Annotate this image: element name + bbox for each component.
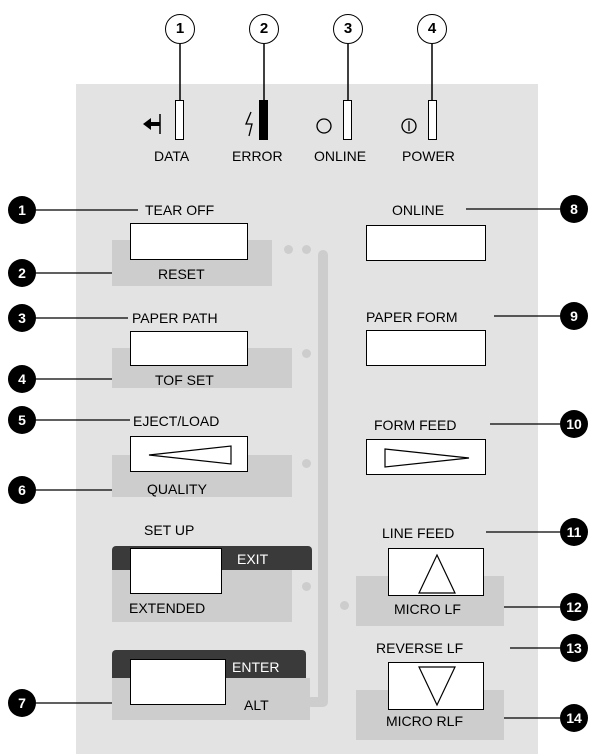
callout-9: 9 xyxy=(560,302,588,330)
callout-top-3: 3 xyxy=(333,14,363,44)
line-feed-label: LINE FEED xyxy=(382,525,455,541)
setup-button[interactable] xyxy=(130,548,222,594)
callout-6: 6 xyxy=(8,476,36,504)
callout-3: 3 xyxy=(8,304,36,332)
form-feed-button[interactable] xyxy=(366,439,486,475)
callout-top-1: 1 xyxy=(165,14,195,44)
reset-label: RESET xyxy=(158,266,205,282)
quality-label: QUALITY xyxy=(147,481,207,497)
power-label: POWER xyxy=(402,148,455,164)
paper-path-button[interactable] xyxy=(130,331,248,366)
up-arrow-icon xyxy=(418,553,456,594)
micro-rlf-label: MICRO RLF xyxy=(386,713,463,729)
paper-form-button[interactable] xyxy=(366,330,486,366)
tear-off-label: TEAR OFF xyxy=(145,202,215,218)
indicator-dot xyxy=(340,601,349,610)
indicator-dot xyxy=(302,582,311,591)
right-arrow-icon xyxy=(384,448,470,468)
online-indicator-label: ONLINE xyxy=(314,148,367,164)
lightning-icon xyxy=(245,111,253,137)
tear-off-button[interactable] xyxy=(130,223,248,260)
extended-label: EXTENDED xyxy=(129,600,206,616)
power-led xyxy=(428,100,437,140)
control-panel xyxy=(76,84,538,754)
online-button[interactable] xyxy=(366,225,486,261)
callout-5: 5 xyxy=(8,406,36,434)
power-icon xyxy=(401,118,417,134)
alt-label: ALT xyxy=(244,697,269,713)
paper-form-label: PAPER FORM xyxy=(366,309,458,325)
tof-set-label: TOF SET xyxy=(155,372,214,388)
callout-top-4: 4 xyxy=(417,14,447,44)
callout-13: 13 xyxy=(560,634,588,662)
left-arrow-icon xyxy=(148,445,232,465)
indicator-dot xyxy=(302,245,311,254)
callout-14: 14 xyxy=(560,704,588,732)
callout-11: 11 xyxy=(560,518,588,546)
eject-load-button[interactable] xyxy=(130,436,248,472)
online-led xyxy=(343,100,352,140)
divider-connector xyxy=(306,697,328,707)
form-feed-label: FORM FEED xyxy=(374,417,457,433)
micro-lf-label: MICRO LF xyxy=(394,601,461,617)
callout-8: 8 xyxy=(560,195,588,223)
indicator-dot xyxy=(302,349,311,358)
enter-label: ENTER xyxy=(232,659,280,675)
paper-path-label: PAPER PATH xyxy=(132,310,218,326)
callout-top-2: 2 xyxy=(249,14,279,44)
line-feed-button[interactable] xyxy=(388,548,484,596)
callout-10: 10 xyxy=(560,410,588,438)
error-label: ERROR xyxy=(232,148,283,164)
callout-4: 4 xyxy=(8,365,36,393)
circle-icon xyxy=(316,118,332,134)
indicator-dot xyxy=(284,245,293,254)
set-up-label: SET UP xyxy=(144,522,195,538)
down-arrow-icon xyxy=(418,666,456,707)
data-label: DATA xyxy=(154,148,190,164)
alt-enter-button[interactable] xyxy=(130,659,226,705)
exit-label: EXIT xyxy=(237,551,269,567)
data-arrow-icon xyxy=(143,114,161,134)
reverse-lf-label: REVERSE LF xyxy=(376,640,464,656)
callout-7: 7 xyxy=(8,689,36,717)
indicator-dot xyxy=(302,459,311,468)
callout-12: 12 xyxy=(560,593,588,621)
panel-divider xyxy=(318,250,328,705)
data-led xyxy=(175,100,184,140)
eject-load-label: EJECT/LOAD xyxy=(133,413,220,429)
error-led xyxy=(259,100,268,140)
reverse-lf-button[interactable] xyxy=(388,662,484,710)
online-button-label: ONLINE xyxy=(392,202,445,218)
callout-2: 2 xyxy=(8,259,36,287)
callout-1: 1 xyxy=(8,196,36,224)
